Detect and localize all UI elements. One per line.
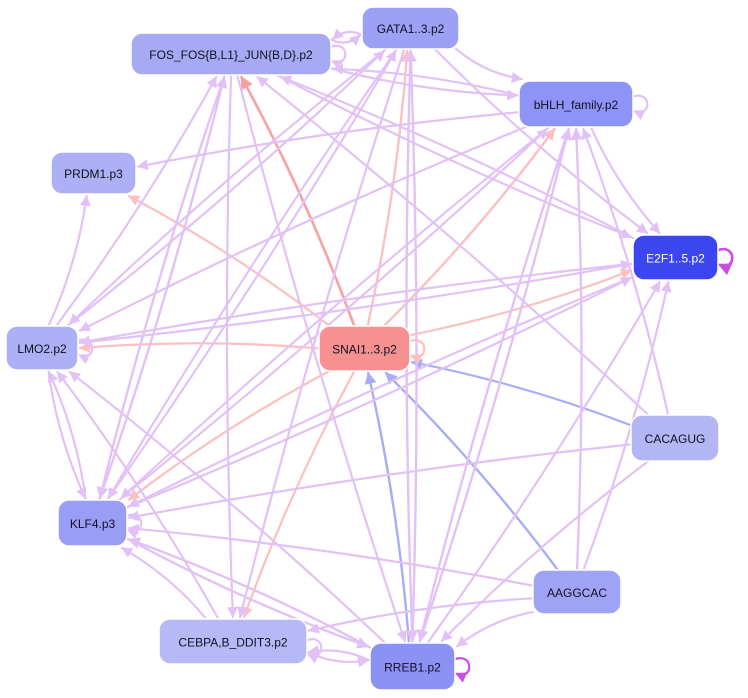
edge-aaggcac-to-cebpa	[307, 597, 535, 634]
edge-bhlh-to-klf4	[120, 125, 551, 500]
node-label-fos: FOS_FOS{B,L1}_JUN{B,D}.p2	[149, 48, 313, 62]
edge-fos-to-klf4	[96, 73, 226, 500]
node-label-aaggcac: AAGGCAC	[547, 586, 607, 600]
edge-bhlh-to-fos	[331, 63, 521, 97]
edge-lmo2-to-klf4	[47, 368, 87, 500]
edge-lmo2-to-prdm1	[47, 194, 91, 328]
node-aaggcac[interactable]: AAGGCAC	[532, 569, 622, 615]
node-label-lmo2: LMO2.p2	[17, 342, 67, 356]
edge-e2f-to-lmo2	[78, 262, 635, 347]
edge-snai-to-gata	[366, 49, 413, 328]
edge-klf4-to-fos	[98, 75, 228, 502]
node-e2f[interactable]: E2F1..5.p2	[632, 234, 719, 281]
node-box-lmo2	[5, 325, 79, 371]
self-loop-cebpa	[305, 638, 323, 664]
node-bhlh[interactable]: bHLH_family.p2	[518, 80, 634, 128]
edge-fos-to-cebpa	[225, 73, 238, 619]
self-loop-bhlh	[631, 94, 649, 121]
edge-cacagug-to-fos	[256, 75, 650, 417]
edge-klf4-to-lmo2	[47, 370, 87, 502]
node-box-gata	[361, 6, 460, 50]
edge-fos-to-gata	[329, 34, 362, 47]
edge-klf4-to-e2f	[125, 276, 633, 509]
edge-gata-to-e2f	[433, 47, 649, 235]
edge-gata-to-klf4	[107, 47, 399, 500]
node-rreb1[interactable]: RREB1.p2	[369, 642, 456, 691]
node-label-bhlh: bHLH_family.p2	[534, 98, 619, 112]
edge-bhlh-to-e2f	[589, 125, 661, 235]
edge-gata-to-bhlh	[455, 47, 523, 83]
node-label-gata: GATA1..3.p2	[377, 22, 445, 36]
edge-cacagug-to-snai	[410, 358, 633, 427]
self-loop-lmo2	[76, 338, 94, 365]
node-klf4[interactable]: KLF4.p3	[57, 499, 128, 547]
node-box-rreb1	[369, 642, 456, 691]
edge-fos-to-e2f	[275, 73, 633, 239]
node-cacagug[interactable]: CACAGUG	[630, 414, 720, 462]
edge-cebpa-to-klf4	[121, 546, 208, 621]
edge-e2f-to-fos	[280, 75, 635, 240]
edge-snai-to-fos	[240, 75, 356, 328]
edge-e2f-to-klf4	[127, 275, 635, 508]
node-label-klf4: KLF4.p3	[70, 517, 116, 531]
node-label-snai: SNAI1..3.p2	[332, 343, 397, 357]
self-loop-snai	[408, 339, 426, 365]
node-snai[interactable]: SNAI1..3.p2	[318, 325, 411, 372]
edge-lmo2-to-gata	[66, 49, 386, 328]
node-box-e2f	[632, 234, 719, 281]
self-loop-rreb1	[453, 657, 471, 683]
node-label-e2f: E2F1..5.p2	[646, 252, 705, 266]
node-box-prdm1	[50, 151, 137, 195]
self-loop-e2f	[716, 247, 734, 276]
edge-aaggcac-to-bhlh	[570, 127, 583, 572]
edge-cacagug-to-rreb1	[440, 459, 650, 643]
edge-gata-to-fos	[331, 28, 364, 41]
node-cebpa[interactable]: CEBPA,B_DDIT3.p2	[158, 618, 308, 665]
node-label-cacagug: CACAGUG	[645, 432, 706, 446]
self-loop-layer	[76, 44, 734, 683]
edge-gata-to-lmo2	[68, 47, 388, 326]
node-box-cebpa	[158, 618, 308, 665]
node-box-aaggcac	[532, 569, 622, 615]
edge-rreb1-to-e2f	[426, 280, 661, 645]
edge-rreb1-to-gata	[405, 49, 418, 645]
edge-aaggcac-to-rreb1	[455, 610, 535, 648]
edge-klf4-to-rreb1	[125, 537, 370, 649]
node-prdm1[interactable]: PRDM1.p3	[50, 151, 137, 195]
node-lmo2[interactable]: LMO2.p2	[5, 325, 79, 371]
edge-aaggcac-to-klf4	[127, 523, 535, 587]
node-label-cebpa: CEBPA,B_DDIT3.p2	[178, 636, 287, 650]
node-box-bhlh	[518, 80, 634, 128]
edge-fos-to-bhlh	[329, 67, 519, 101]
edge-cebpa-to-lmo2	[56, 370, 220, 621]
node-fos[interactable]: FOS_FOS{B,L1}_JUN{B,D}.p2	[130, 32, 332, 76]
edge-klf4-to-bhlh	[117, 127, 549, 502]
node-label-rreb1: RREB1.p2	[384, 661, 441, 675]
edge-snai-to-cebpa	[242, 369, 356, 619]
self-loop-klf4	[125, 513, 143, 540]
edge-rreb1-to-klf4	[127, 537, 372, 649]
node-gata[interactable]: GATA1..3.p2	[361, 6, 460, 50]
node-box-klf4	[57, 499, 128, 547]
edge-rreb1-to-lmo2	[68, 370, 387, 645]
node-box-snai	[318, 325, 411, 372]
edge-bhlh-to-lmo2	[78, 125, 527, 332]
edge-fos-to-rreb1	[236, 73, 407, 643]
edge-rreb1-to-snai	[364, 371, 411, 645]
edge-lmo2-to-e2f	[76, 260, 633, 344]
edge-klf4-to-gata	[106, 49, 397, 502]
edge-rreb1-to-bhlh	[418, 127, 572, 645]
self-loop-fos	[329, 44, 347, 71]
node-box-fos	[130, 32, 332, 76]
node-box-cacagug	[630, 414, 720, 462]
node-label-prdm1: PRDM1.p3	[64, 167, 123, 181]
edge-bhlh-to-prdm1	[136, 111, 521, 171]
edge-cacagug-to-klf4	[127, 443, 633, 522]
edge-lmo2-to-fos	[55, 75, 218, 328]
